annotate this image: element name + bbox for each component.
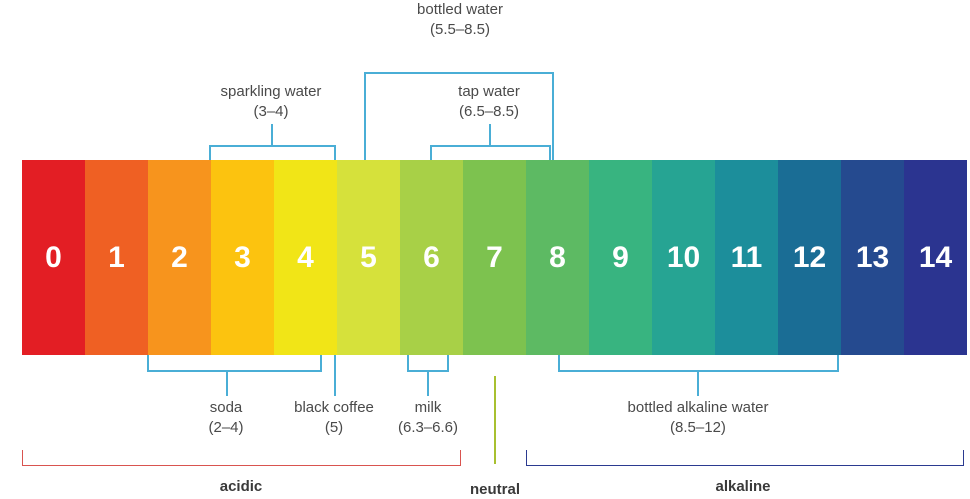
ph-value: 9 (612, 240, 629, 274)
ph-cell-1: 1 (85, 160, 148, 355)
ph-value: 4 (297, 240, 314, 274)
ph-cell-5: 5 (337, 160, 400, 355)
sparkling-water-connector (271, 124, 273, 145)
tap-water-bracket (430, 145, 551, 160)
soda-label: soda (2–4) (208, 398, 243, 438)
neutral-line (494, 376, 496, 464)
bottled-alkaline-water-label: bottled alkaline water (8.5–12) (628, 398, 769, 438)
soda-range: (2–4) (208, 419, 244, 436)
milk-name: milk (414, 399, 442, 416)
ph-cell-14: 14 (904, 160, 967, 355)
ph-cell-13: 13 (841, 160, 904, 355)
ph-value: 5 (360, 240, 377, 274)
alkaline-bracket (526, 450, 964, 466)
black-coffee-pointer (334, 355, 336, 396)
black-coffee-range: (5) (324, 419, 344, 436)
ph-value: 12 (792, 240, 827, 274)
soda-name: soda (209, 399, 243, 416)
tap-water-range: (6.5–8.5) (458, 103, 520, 120)
ph-cell-7: 7 (463, 160, 526, 355)
bottled-alkaline-water-name: bottled alkaline water (627, 399, 769, 416)
ph-value: 8 (549, 240, 566, 274)
ph-value: 3 (234, 240, 251, 274)
sparkling-water-range: (3–4) (253, 103, 289, 120)
acidic-bracket (22, 450, 461, 466)
tap-water-label: tap water (6.5–8.5) (458, 82, 520, 122)
ph-cell-0: 0 (22, 160, 85, 355)
tap-water-name: tap water (458, 83, 520, 100)
bottled-water-name: bottled water (417, 1, 503, 18)
black-coffee-label: black coffee (5) (294, 398, 374, 438)
ph-value: 14 (918, 240, 953, 274)
ph-cell-11: 11 (715, 160, 778, 355)
milk-connector (427, 372, 429, 396)
ph-value: 11 (730, 240, 763, 274)
bottled-water-bracket (364, 72, 554, 160)
ph-value: 10 (666, 240, 701, 274)
ph-value: 2 (171, 240, 188, 274)
bottled-alkaline-water-bracket (558, 355, 839, 372)
alkaline-label: alkaline (715, 478, 771, 495)
bottled-alkaline-water-connector (697, 372, 699, 396)
milk-label: milk (6.3–6.6) (398, 398, 458, 438)
tap-water-connector (489, 124, 491, 145)
ph-cell-3: 3 (211, 160, 274, 355)
ph-cell-9: 9 (589, 160, 652, 355)
ph-value: 1 (108, 240, 125, 274)
ph-value: 6 (423, 240, 440, 274)
soda-connector (226, 372, 228, 396)
bottled-water-label: bottled water (5.5–8.5) (417, 0, 503, 40)
ph-cell-8: 8 (526, 160, 589, 355)
black-coffee-name: black coffee (294, 399, 374, 416)
ph-cell-6: 6 (400, 160, 463, 355)
ph-value: 0 (45, 240, 62, 274)
sparkling-water-bracket (209, 145, 336, 160)
ph-cell-4: 4 (274, 160, 337, 355)
acidic-label: acidic (219, 478, 263, 495)
ph-cell-2: 2 (148, 160, 211, 355)
ph-value: 13 (855, 240, 890, 274)
ph-cell-12: 12 (778, 160, 841, 355)
bottled-alkaline-water-range: (8.5–12) (670, 419, 726, 436)
milk-bracket (407, 355, 449, 372)
soda-bracket (147, 355, 322, 372)
sparkling-water-label: sparkling water (3–4) (221, 82, 322, 122)
milk-range: (6.3–6.6) (397, 419, 459, 436)
neutral-label: neutral (469, 481, 521, 498)
ph-cell-10: 10 (652, 160, 715, 355)
sparkling-water-name: sparkling water (220, 83, 322, 100)
ph-value: 7 (486, 240, 503, 274)
bottled-water-range: (5.5–8.5) (429, 21, 491, 38)
